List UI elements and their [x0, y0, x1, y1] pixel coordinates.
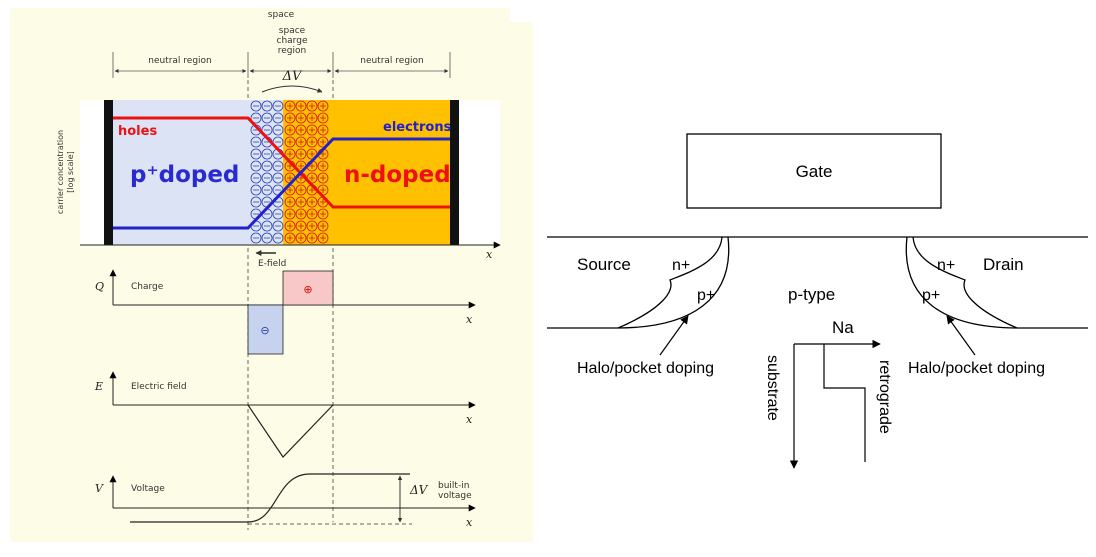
- builtin-dv: ΔV: [409, 483, 429, 497]
- holes-label: holes: [118, 124, 157, 139]
- halo-arrow-left: [659, 315, 689, 356]
- y-axis-label-2: [log scale]: [66, 151, 75, 193]
- delta-v-arc: [261, 85, 323, 93]
- neutral-region-right: neutral region: [360, 56, 424, 66]
- efield-label: Electric field: [131, 382, 187, 392]
- space-charge-label-1: space: [279, 26, 306, 36]
- charge-var: Q: [95, 280, 104, 293]
- halo-label-left: Halo/pocket doping: [577, 360, 714, 377]
- positive-ions: [284, 100, 329, 244]
- halo-arrow-right: [946, 315, 976, 356]
- p-region: [113, 100, 248, 245]
- holes-curve: [113, 116, 450, 209]
- band-x-var: x: [486, 248, 493, 261]
- substrate-label: substrate: [764, 355, 781, 421]
- charge-negative-box: [247, 304, 284, 355]
- charge-positive-box: [282, 270, 334, 306]
- n-plus-right: n+: [937, 257, 955, 274]
- space-charge-label-3: region: [278, 46, 306, 56]
- mosfet-diagram: Gate Source n+ p+ n+ Drain p+ p-type Hal…: [547, 133, 1088, 469]
- voltage-curve: [130, 473, 410, 523]
- y-axis-label-1: carrier concentration: [56, 130, 65, 214]
- voltage-var: V: [95, 482, 104, 495]
- n-region: [333, 100, 453, 245]
- efield-arrow-label: E-field: [258, 259, 286, 269]
- electrons-label: electrons: [383, 120, 452, 135]
- delta-v-top: ΔV: [282, 69, 303, 84]
- voltage-label: Voltage: [131, 484, 165, 494]
- charge-label: Charge: [131, 282, 164, 292]
- halo-label-right: Halo/pocket doping: [908, 360, 1045, 377]
- electrons-curve: [113, 137, 450, 230]
- contact-left: [104, 100, 113, 245]
- source-outer-curve: [616, 236, 730, 329]
- drain-outer-curve: [905, 236, 1019, 329]
- top-space-label: space: [268, 10, 295, 20]
- p-type-label: p-type: [788, 285, 835, 304]
- retrograde-label: retrograde: [876, 360, 893, 434]
- efield-curve: [247, 404, 334, 458]
- space-charge-label-2: charge: [277, 36, 308, 46]
- p-plus-right: p+: [922, 287, 940, 304]
- drain-halo-curve: [912, 236, 1018, 329]
- efield-x-var: x: [466, 413, 473, 426]
- gate-label: Gate: [796, 162, 833, 181]
- efield-var: E: [94, 380, 103, 393]
- builtin-label-1: built-in: [438, 481, 469, 491]
- charge-minus-sign: ⊖: [260, 324, 269, 337]
- builtin-label-2: voltage: [438, 491, 472, 501]
- drain-label: Drain: [983, 255, 1024, 274]
- gate-box: [686, 133, 942, 209]
- charge-x-var: x: [466, 313, 473, 326]
- retrograde-profile: [823, 344, 866, 462]
- white-band-right: [454, 100, 500, 245]
- voltage-x-var: x: [466, 516, 473, 529]
- contact-right: [450, 100, 459, 245]
- source-label: Source: [577, 255, 631, 274]
- charge-plus-sign: ⊕: [303, 283, 312, 296]
- p-plus-left: p+: [697, 287, 715, 304]
- n-plus-left: n+: [672, 257, 690, 274]
- n-doped-label: n-doped: [344, 162, 451, 188]
- na-label: Na: [832, 318, 854, 337]
- p-doped-label: p⁺doped: [130, 162, 239, 188]
- source-halo-curve: [617, 236, 723, 329]
- pn-junction-diagram: space space charge region neutral region…: [10, 8, 533, 542]
- neutral-region-left: neutral region: [148, 56, 212, 66]
